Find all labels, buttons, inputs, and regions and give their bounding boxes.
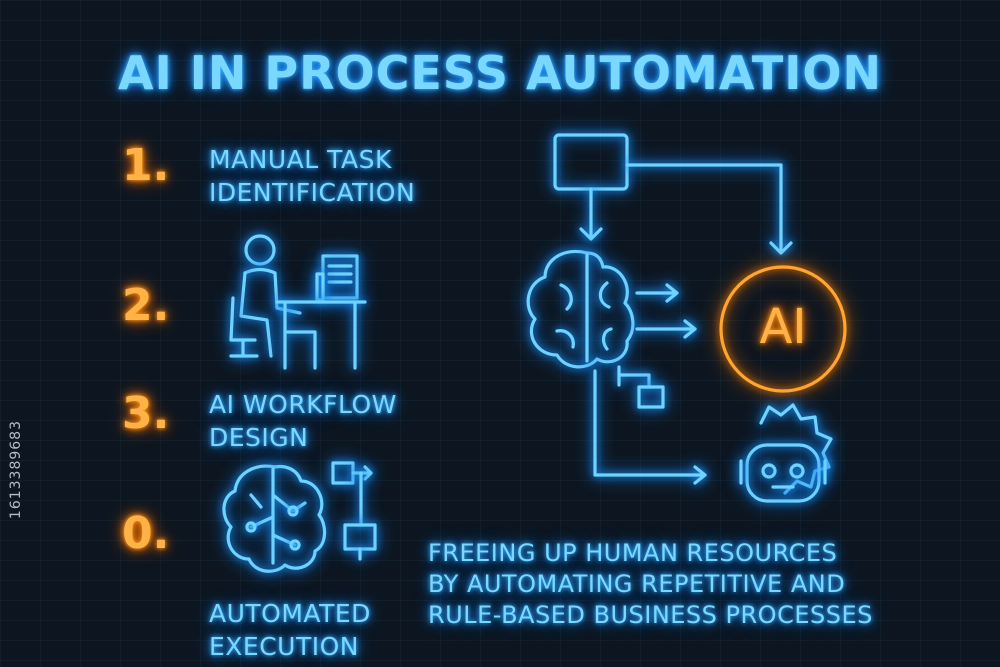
step-2-number: 2. — [122, 280, 170, 331]
step-3-label: AI WORKFLOW DESIGN — [209, 388, 397, 454]
step-1-label-line2: IDENTIFICATION — [209, 178, 416, 207]
footer-line-2: BY AUTOMATING REPETITIVE AND — [428, 570, 846, 598]
arrow-to-ai — [625, 163, 793, 255]
robot-gear-icon — [739, 403, 833, 503]
arrow-to-robot — [593, 369, 707, 485]
arrow-right-2 — [635, 319, 697, 339]
arrow-down-1 — [579, 187, 603, 241]
brain-workflow-icon — [222, 461, 377, 573]
step-1-label: MANUAL TASK IDENTIFICATION — [209, 143, 415, 209]
step-3-label-line1: AI WORKFLOW — [209, 390, 397, 419]
person-at-desk-icon — [229, 234, 367, 370]
step-3-number: 3. — [122, 388, 170, 439]
arrow-right-1 — [635, 283, 679, 303]
step-3-label-line2: DESIGN — [209, 423, 309, 452]
process-flow-diagram — [526, 133, 847, 503]
watermark-id: 1613389683 — [8, 420, 24, 520]
ai-circle-icon — [719, 265, 847, 393]
small-process-box — [637, 385, 665, 409]
step-4-number: 0. — [122, 508, 170, 559]
step-4-label-line2: EXECUTION — [209, 632, 359, 661]
ai-label: AI — [759, 299, 807, 355]
page-title: AI IN PROCESS AUTOMATION — [118, 46, 882, 100]
footer-line-3: RULE-BASED BUSINESS PROCESSES — [428, 601, 873, 629]
step-4-label-line1: AUTOMATED — [209, 599, 371, 628]
footer-description: FREEING UP HUMAN RESOURCES BY AUTOMATING… — [428, 538, 873, 631]
brain-icon — [526, 249, 635, 369]
process-box-icon — [553, 133, 629, 191]
footer-line-1: FREEING UP HUMAN RESOURCES — [428, 539, 838, 567]
step-4-label: AUTOMATED EXECUTION — [209, 597, 371, 663]
step-1-number: 1. — [122, 140, 170, 191]
step-1-label-line1: MANUAL TASK — [209, 145, 392, 174]
